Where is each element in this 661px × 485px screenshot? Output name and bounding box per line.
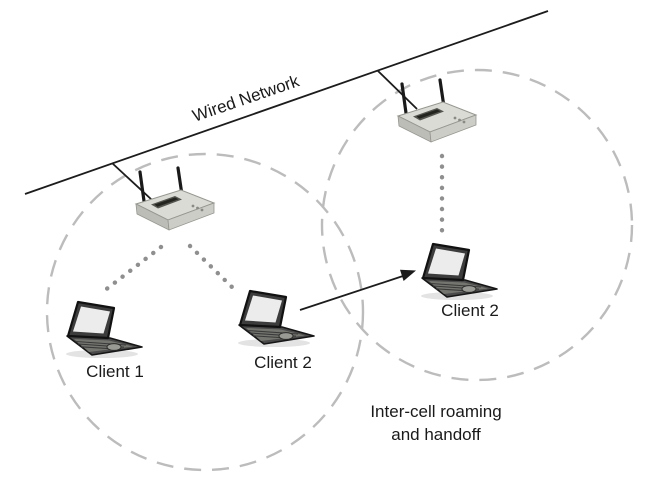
access-point-icon <box>396 78 478 143</box>
laptop-icon <box>238 289 315 347</box>
laptop-icon <box>66 300 143 358</box>
antenna-left <box>138 170 146 203</box>
cell-left-circle <box>45 152 365 472</box>
client-1-label: Client 1 <box>86 362 144 381</box>
roaming-arrow <box>299 269 416 311</box>
client-2-roamed-label: Client 2 <box>441 301 499 320</box>
roaming-annotation: Inter-cell roaming and handoff <box>370 402 502 444</box>
client-2-origin-label: Client 2 <box>254 353 312 372</box>
wireless-link-ap1-client1 <box>101 244 164 294</box>
wired-drop-left <box>111 162 153 201</box>
antenna-left <box>400 82 408 115</box>
access-point-icon <box>134 166 216 231</box>
wireless-link-ap1-client2 <box>187 243 237 292</box>
laptop-icon <box>421 242 498 300</box>
wired-drop-right <box>377 70 418 110</box>
cell-right-circle <box>320 68 634 382</box>
